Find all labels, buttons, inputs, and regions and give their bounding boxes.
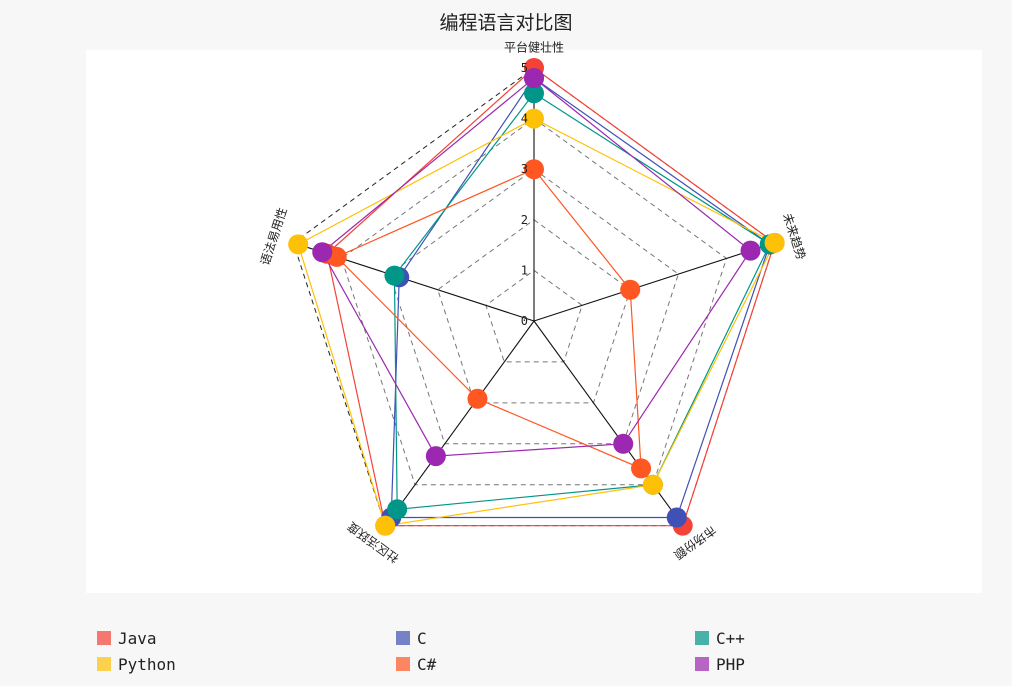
data-point[interactable] (384, 265, 405, 286)
grid-ring (389, 168, 679, 445)
radial-tick-label: 4 (521, 112, 528, 126)
axis-label: 语法易用性 (258, 206, 290, 267)
legend-item[interactable]: C# (396, 654, 437, 674)
series-line (390, 77, 771, 519)
legend-swatch (396, 631, 410, 645)
data-point[interactable] (312, 242, 333, 263)
axis-spoke (384, 320, 535, 527)
series-line (335, 168, 642, 470)
data-point[interactable] (524, 108, 544, 129)
legend-swatch (695, 631, 709, 645)
series-line (297, 117, 776, 527)
legend-label: Java (118, 628, 157, 648)
grid-ring (485, 269, 583, 363)
legend-item[interactable]: C++ (695, 628, 745, 648)
radial-tick-label: 0 (521, 314, 528, 328)
axis-spoke (533, 242, 775, 322)
series-line (321, 77, 752, 457)
data-point[interactable] (642, 474, 663, 495)
data-point[interactable] (425, 446, 446, 467)
radial-tick-label: 1 (521, 263, 528, 277)
legend-label: C# (417, 654, 437, 674)
data-point[interactable] (375, 515, 396, 536)
grid-ring (340, 117, 728, 486)
legend-label: PHP (716, 654, 745, 674)
legend-swatch (396, 657, 410, 671)
axis-label: 未来趋势 (780, 211, 808, 261)
radial-tick-label: 3 (521, 162, 528, 176)
legend-label: Python (118, 654, 176, 674)
data-point[interactable] (631, 458, 652, 479)
data-point[interactable] (666, 507, 687, 528)
axis-spoke (533, 320, 684, 527)
radial-tick-label: 2 (521, 213, 528, 227)
data-point[interactable] (740, 240, 761, 261)
legend-label: C (417, 628, 427, 648)
data-point[interactable] (524, 68, 544, 89)
legend-item[interactable]: Java (97, 628, 157, 648)
data-point[interactable] (467, 388, 488, 409)
series-line (326, 67, 776, 527)
data-point[interactable] (613, 433, 634, 454)
data-point[interactable] (524, 159, 544, 180)
data-point[interactable] (288, 234, 309, 255)
data-point[interactable] (764, 232, 785, 253)
data-point[interactable] (524, 83, 544, 104)
legend-item[interactable]: PHP (695, 654, 745, 674)
data-point[interactable] (387, 499, 408, 520)
radial-tick-label: 5 (521, 61, 528, 75)
chart-legend: Java C C++ Python C# PHP (0, 626, 1012, 686)
legend-swatch (97, 631, 111, 645)
radar-axes (293, 68, 775, 527)
axis-label: 平台健壮性 (504, 40, 564, 55)
chart-title: 编程语言对比图 (439, 12, 573, 34)
data-point[interactable] (620, 279, 641, 300)
series-line (393, 92, 771, 510)
legend-label: C++ (716, 628, 745, 648)
legend-item[interactable]: C (396, 628, 427, 648)
legend-swatch (695, 657, 709, 671)
radar-series (288, 58, 785, 536)
legend-swatch (97, 657, 111, 671)
legend-item[interactable]: Python (97, 654, 176, 674)
grid-ring (437, 219, 631, 404)
